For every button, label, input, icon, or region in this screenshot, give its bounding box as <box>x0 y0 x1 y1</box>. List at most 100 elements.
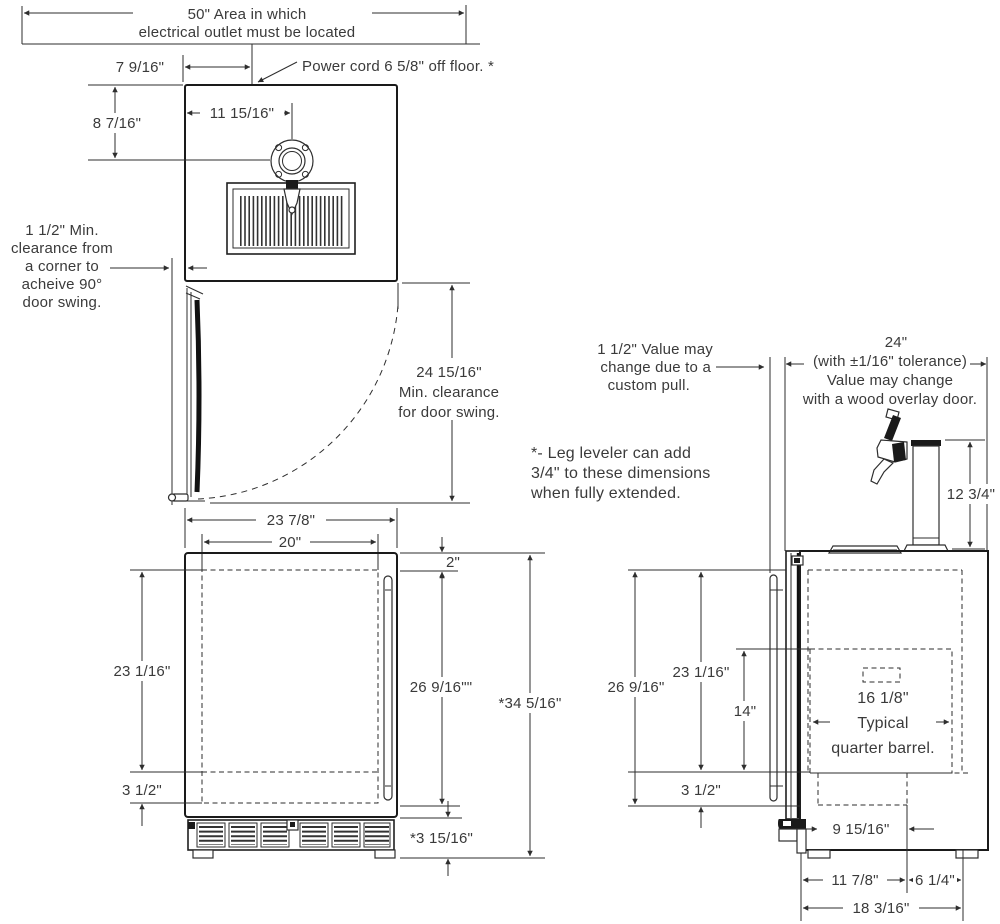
overlay-door-note-line3: Value may change <box>827 372 953 389</box>
dim-front-23-7-8-label: 23 7/8" <box>267 512 315 529</box>
dim-side-11-7-8: 11 7/8" <box>802 871 906 889</box>
dim-24-15-16: 24 15/16" Min. clearance for door swing. <box>210 282 510 504</box>
dim-8-7-16-label: 8 7/16" <box>93 115 141 132</box>
dim-11-15-16-label: 11 15/16" <box>210 105 274 122</box>
dim-side-3-1-2-label: 3 1/2" <box>681 782 721 799</box>
dim-side-9-15-16-label: 9 15/16" <box>833 821 890 838</box>
outlet-area-label-line2: electrical outlet must be located <box>139 24 356 41</box>
door-side <box>778 550 807 854</box>
corner-note-line4: acheive 90° <box>22 276 103 293</box>
tap-tower <box>870 408 949 552</box>
tower-cap <box>911 440 941 446</box>
dim-side-6-1-4-label: 6 1/4" <box>915 872 955 889</box>
door-post <box>796 828 807 854</box>
open-door-top <box>167 285 205 502</box>
dim-side-14-label: 14" <box>734 703 757 720</box>
dim-side-26-9-16: 26 9/16" <box>598 571 674 805</box>
leg-leveler-note-line3: when fully extended. <box>530 485 681 502</box>
door-gasket <box>194 299 202 493</box>
dim-front-3-15-16-label: *3 15/16" <box>410 830 473 847</box>
dim-side-23-1-16-label: 23 1/16" <box>673 664 730 681</box>
compressor-dashed <box>817 773 908 806</box>
tower-column <box>912 445 940 546</box>
dim-front-3-15-16: *3 15/16" <box>400 801 473 876</box>
dim-side-3-1-2: 3 1/2" <box>671 780 731 828</box>
corner-note-line1: 1 1/2" Min. <box>25 222 98 239</box>
overlay-door-note-line4: with a wood overlay door. <box>802 391 977 408</box>
dim-side-9-15-16: 9 15/16" <box>792 821 934 838</box>
dim-side-26-9-16-label: 26 9/16" <box>608 679 665 696</box>
dim-front-26-9-16-label: 26 9/16"" <box>410 679 473 696</box>
corner-note-line2: clearance from <box>11 240 113 257</box>
keg-outline <box>809 648 953 774</box>
faucet-handle <box>884 408 901 441</box>
dim-front-20-label: 20" <box>279 534 302 551</box>
door-inner-dashed <box>201 569 379 804</box>
dim-outlet-area: 50" Area in which electrical outlet must… <box>21 5 480 45</box>
dim-front-2: 2" <box>400 537 545 587</box>
vent-grille-front <box>187 819 395 851</box>
front-left-foot <box>192 849 214 859</box>
dim-side-12-3-4: 12 3/4" <box>940 439 1000 550</box>
door-swing-label-line2: Min. clearance <box>399 384 499 401</box>
dim-side-6-1-4: 6 1/4" <box>908 871 962 889</box>
top-view: 50" Area in which electrical outlet must… <box>11 5 510 505</box>
dim-front-3-1-2: 3 1/2" <box>112 780 202 826</box>
corner-note-line3: a corner to <box>25 258 99 275</box>
dim-side-18-3-16: 18 3/16" <box>802 899 962 917</box>
door-swing-label-line1: 24 15/16" <box>416 364 482 381</box>
door-step <box>778 828 798 842</box>
dim-side-12-3-4-label: 12 3/4" <box>947 486 995 503</box>
dim-side-11-7-8-label: 11 7/8" <box>831 872 878 889</box>
door-handle-side <box>769 574 783 802</box>
custom-pull-note-line1: 1 1/2" Value may <box>597 341 713 358</box>
tap-flange <box>270 139 314 216</box>
corner-clearance-note: 1 1/2" Min. clearance from a corner to a… <box>11 222 207 505</box>
coupler-neck <box>286 180 298 189</box>
front-right-foot <box>374 849 396 859</box>
front-view: 23 7/8" 20" <box>106 508 574 876</box>
cabinet-top-outline <box>184 84 398 282</box>
door-foot-side <box>778 819 806 829</box>
dim-8-7-16: 8 7/16" <box>86 84 270 161</box>
keg-label-line2: Typical <box>857 715 908 732</box>
overlay-door-note-line1: 24" <box>885 334 908 351</box>
keg-label-line1: 16 1/8" <box>857 690 909 707</box>
dim-front-2-label: 2" <box>446 554 460 571</box>
door-swing-label-line3: for door swing. <box>398 404 499 421</box>
door-swing-arc <box>197 304 399 500</box>
custom-pull-note-line3: custom pull. <box>608 377 690 394</box>
dim-front-23-1-16: 23 1/16" <box>106 569 202 773</box>
side-right-foot <box>955 849 979 859</box>
faucet-spout <box>870 458 895 485</box>
corner-note-line5: door swing. <box>23 294 102 311</box>
side-view: 12 3/4" <box>598 357 1000 921</box>
dim-7-9-16-label: 7 9/16" <box>116 59 164 76</box>
cabinet-front-outline <box>184 552 398 818</box>
dim-side-23-1-16: 23 1/16" <box>665 571 739 771</box>
dim-front-34-5-16-label: *34 5/16" <box>498 695 561 712</box>
leg-leveler-note-line1: *- Leg leveler can add <box>531 445 691 462</box>
dim-front-26-9-16: 26 9/16"" <box>400 572 482 807</box>
power-cord-callout: Power cord 6 5/8" off floor. * <box>251 44 494 84</box>
side-left-foot <box>807 849 831 859</box>
dim-side-14: 14" <box>729 650 761 771</box>
leg-leveler-note-line2: 3/4" to these dimensions <box>531 465 710 482</box>
keg-bung <box>862 667 901 683</box>
dim-front-20: 20" <box>201 533 379 570</box>
custom-pull-note-line2: change due to a <box>600 359 711 376</box>
door-handle-front <box>383 575 393 801</box>
keg-label: 16 1/8" Typical quarter barrel. <box>812 690 950 757</box>
dim-7-9-16: 7 9/16" <box>116 55 251 82</box>
dim-front-34-5-16: *34 5/16" <box>400 554 574 859</box>
faucet <box>870 439 908 485</box>
center-notes: 1 1/2" Value may change due to a custom … <box>530 334 977 502</box>
outlet-area-label-line1: 50" Area in which <box>188 6 307 23</box>
dim-11-15-16: 11 15/16" <box>186 103 293 139</box>
dim-front-23-1-16-label: 23 1/16" <box>114 663 171 680</box>
power-cord-label: Power cord 6 5/8" off floor. * <box>302 58 494 75</box>
dim-front-3-1-2-label: 3 1/2" <box>122 782 162 799</box>
dim-front-23-7-8: 23 7/8" <box>184 508 398 548</box>
